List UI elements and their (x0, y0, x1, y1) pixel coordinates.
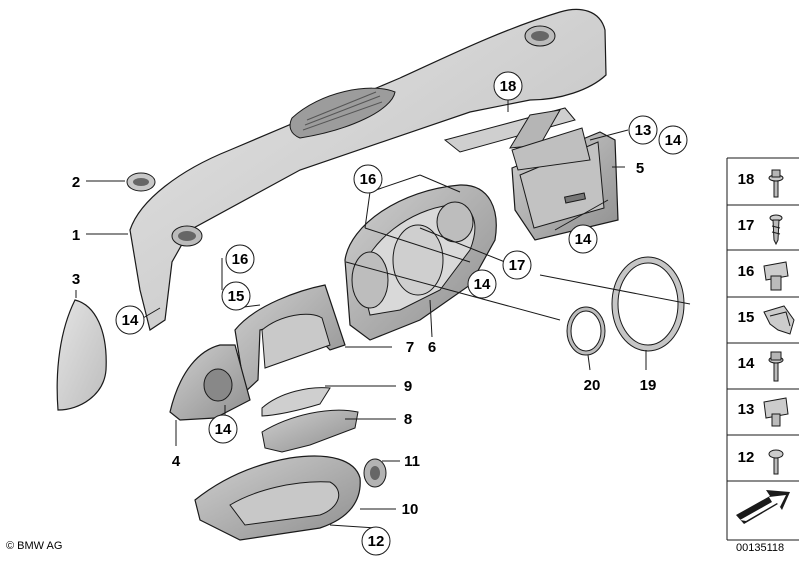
callout-label: 11 (404, 453, 420, 470)
screw-with-washer-icon (768, 169, 784, 198)
legend-label: 17 (738, 217, 755, 234)
side-vent (126, 172, 156, 192)
clip-with-tab-icon (763, 397, 789, 427)
callout-16-mid: 16 (353, 164, 383, 194)
lower-trim-panel (194, 455, 361, 541)
glovebox-bracket (443, 107, 591, 171)
callout-label: 18 (500, 78, 517, 95)
callout-label: 3 (72, 271, 80, 288)
pan-head-screw-icon (768, 449, 784, 475)
callout-label: 14 (215, 421, 232, 438)
legend-label: 15 (738, 309, 755, 326)
callout-18-top: 18 (493, 71, 523, 101)
callout-label: 1 (72, 227, 80, 244)
callout-13: 13 (628, 115, 658, 145)
callout-6: 6 (428, 339, 436, 356)
callout-label: 13 (635, 122, 652, 139)
callout-label: 14 (474, 276, 491, 293)
callout-14-cluster: 14 (467, 269, 497, 299)
diagram-number: 00135118 (736, 542, 785, 554)
callout-label: 14 (665, 132, 682, 149)
callout-9: 9 (404, 378, 412, 395)
callout-7: 7 (406, 339, 414, 356)
callout-15: 15 (221, 281, 251, 311)
spring-clip-icon (763, 305, 795, 335)
callout-label: 15 (228, 288, 245, 305)
direction-arrow-icon (736, 490, 790, 524)
legend-label: 12 (738, 449, 755, 466)
legend-label: 13 (738, 401, 755, 418)
callout-14-left: 14 (115, 305, 145, 335)
leader-lines (75, 99, 691, 529)
callout-12-bottom: 12 (361, 526, 391, 556)
callout-14-bezel: 14 (208, 414, 238, 444)
callout-5: 5 (636, 160, 644, 177)
legend-label: 18 (738, 171, 755, 188)
callout-label: 10 (402, 501, 419, 518)
callout-19: 19 (640, 377, 657, 394)
legend-label: 14 (738, 355, 755, 372)
callout-label: 17 (509, 257, 526, 274)
callout-label: 6 (428, 339, 436, 356)
callout-label: 8 (404, 411, 412, 428)
hex-screw-icon (768, 351, 784, 382)
callout-14-topright: 14 (658, 125, 688, 155)
clip-nut-icon (763, 261, 789, 291)
callout-14-glovebox: 14 (568, 224, 598, 254)
column-cover-upper (261, 387, 331, 417)
callout-16-left: 16 (225, 244, 255, 274)
callout-label: 16 (232, 251, 249, 268)
callout-label: 7 (406, 339, 414, 356)
callout-label: 14 (122, 312, 139, 329)
callout-1: 1 (72, 227, 80, 244)
callout-4: 4 (172, 453, 181, 470)
callout-17: 17 (502, 250, 532, 280)
dashboard-panel (129, 8, 607, 331)
callout-label: 2 (72, 174, 80, 191)
column-cover-middle (261, 409, 359, 453)
callout-label: 16 (360, 171, 377, 188)
left-vent-panel (169, 344, 251, 421)
fastener-legend: 18 17 16 15 14 (726, 157, 799, 558)
callout-20: 20 (584, 377, 601, 394)
callout-8: 8 (404, 411, 412, 428)
copyright-text: © BMW AG (6, 540, 63, 552)
callout-10: 10 (402, 501, 419, 518)
cluster-cover-trim (234, 284, 346, 394)
callout-3: 3 (72, 271, 80, 288)
callout-label: 12 (368, 533, 385, 550)
trim-ring-small (566, 306, 606, 356)
callout-label: 9 (404, 378, 412, 395)
callout-label: 19 (640, 377, 657, 394)
callout-label: 20 (584, 377, 601, 394)
ignition-trim (363, 458, 387, 488)
callout-label: 4 (172, 453, 181, 470)
callout-label: 5 (636, 160, 644, 177)
callout-2: 2 (72, 174, 80, 191)
trim-ring-large (611, 256, 685, 352)
instrument-cluster-housing (344, 184, 497, 341)
self-tapping-screw-icon (769, 214, 783, 246)
legend-label: 16 (738, 263, 755, 280)
callout-11: 11 (404, 453, 420, 470)
callout-label: 14 (575, 231, 592, 248)
side-trim-panel (56, 299, 107, 411)
